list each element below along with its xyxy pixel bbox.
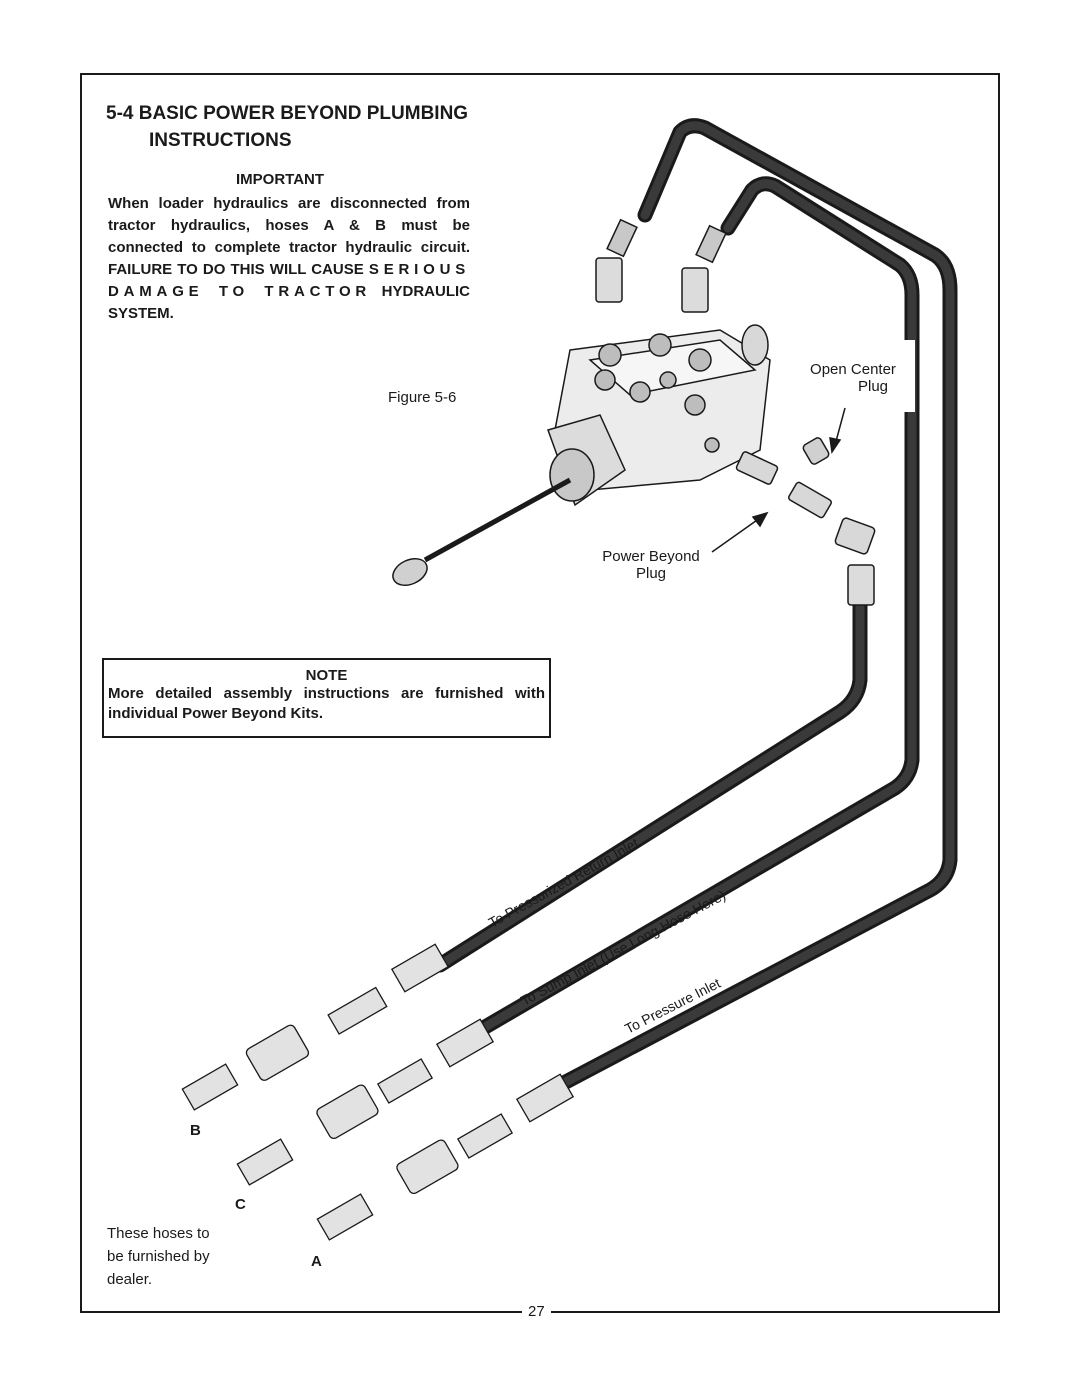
- note-box: NOTE More detailed assembly instructions…: [102, 658, 551, 738]
- valve-spool-cap: [549, 448, 595, 502]
- coupler-pressure-tip: [456, 1113, 514, 1159]
- control-valve: [392, 324, 771, 587]
- valve-top-face: [588, 339, 757, 396]
- page-number: 27: [522, 1303, 551, 1320]
- power-beyond-arrow: [711, 517, 761, 553]
- hose-return-inner: [435, 595, 865, 970]
- fitting-left-nut: [606, 218, 638, 258]
- dealer-line-1: These hoses to: [107, 1225, 210, 1242]
- valve-side-port: [704, 437, 720, 453]
- hose-label-return: To Pressurized Return Inlet: [486, 835, 642, 931]
- coupler-b-nipple: [181, 1063, 239, 1111]
- note-title: NOTE: [305, 667, 348, 684]
- hose-sump-inner: [475, 179, 917, 1035]
- power-beyond-arrowhead: [751, 511, 769, 528]
- hose-pressure-inner: [555, 121, 955, 1090]
- valve-port-4: [594, 369, 616, 391]
- hose-letter-a: A: [311, 1253, 322, 1270]
- heading-line-2: INSTRUCTIONS: [149, 130, 292, 151]
- valve-port-5: [629, 381, 651, 403]
- hose-letter-b: B: [190, 1122, 201, 1139]
- valve-end-cap: [741, 324, 769, 366]
- note-body: More detailed assembly instructions are …: [108, 685, 545, 722]
- power-beyond-label: Power Beyond Plug: [592, 548, 710, 582]
- valve-port-7: [684, 394, 706, 416]
- coupler-return-tip: [327, 986, 388, 1035]
- valve-fittings: [595, 218, 876, 606]
- dealer-line-3: dealer.: [107, 1271, 153, 1288]
- power-beyond-fitting-1: [735, 451, 779, 485]
- important-text-3: HYDRAULIC SYSTEM.: [108, 283, 470, 322]
- valve-port-1: [598, 343, 622, 367]
- coupler-b-socket: [245, 1024, 310, 1081]
- callout-arrows: [711, 407, 846, 553]
- valve-port-3: [688, 348, 712, 372]
- coupler-return-nut: [390, 943, 450, 993]
- open-center-arrowhead: [829, 437, 842, 455]
- heading-line-1: 5-4 BASIC POWER BEYOND PLUMBING: [106, 103, 469, 124]
- open-center-label: Open Center Plug: [800, 361, 906, 395]
- fitting-left: [595, 257, 623, 303]
- important-title: IMPORTANT: [236, 171, 325, 188]
- important-body: When loader hydraulics are disconnected …: [108, 193, 470, 325]
- open-center-line-2: Plug: [857, 378, 889, 395]
- coupler-sump-nut: [435, 1018, 495, 1068]
- important-text-1: When loader hydraulics are disconnected …: [108, 195, 470, 278]
- power-beyond-line-1: Power Beyond: [602, 548, 700, 565]
- coupler-sump-tip: [376, 1058, 434, 1104]
- elbow-fitting: [834, 517, 876, 555]
- quick-couplers: [181, 943, 575, 1241]
- dealer-line-2: be furnished by: [107, 1248, 210, 1265]
- power-beyond-fitting-2: [788, 481, 832, 519]
- fitting-right-nut: [695, 224, 727, 264]
- power-beyond-line-2: Plug: [635, 565, 667, 582]
- coupler-a-socket: [396, 1139, 459, 1195]
- valve-port-6: [659, 371, 677, 389]
- coupler-c-nipple: [236, 1138, 294, 1186]
- fitting-right: [681, 267, 709, 313]
- hose-end-fitting: [847, 564, 875, 606]
- hoses: [432, 118, 958, 1093]
- dealer-note: These hoses to be furnished by dealer.: [107, 1222, 210, 1291]
- open-center-plug: [802, 437, 830, 465]
- coupler-c-socket: [316, 1084, 379, 1140]
- lever-knob: [392, 557, 428, 587]
- open-center-line-1: Open Center: [810, 361, 896, 378]
- coupler-pressure-nut: [515, 1073, 575, 1123]
- coupler-a-nipple: [316, 1193, 374, 1241]
- valve-lever: [423, 477, 572, 563]
- hose-letter-c: C: [235, 1196, 246, 1213]
- section-heading: 5-4 BASIC POWER BEYOND PLUMBING INSTRUCT…: [106, 100, 468, 154]
- important-text-2: SERIOUS DAMAGE TO TRACTOR: [108, 261, 471, 300]
- figure-label: Figure 5-6: [388, 389, 457, 406]
- valve-port-2: [648, 333, 672, 357]
